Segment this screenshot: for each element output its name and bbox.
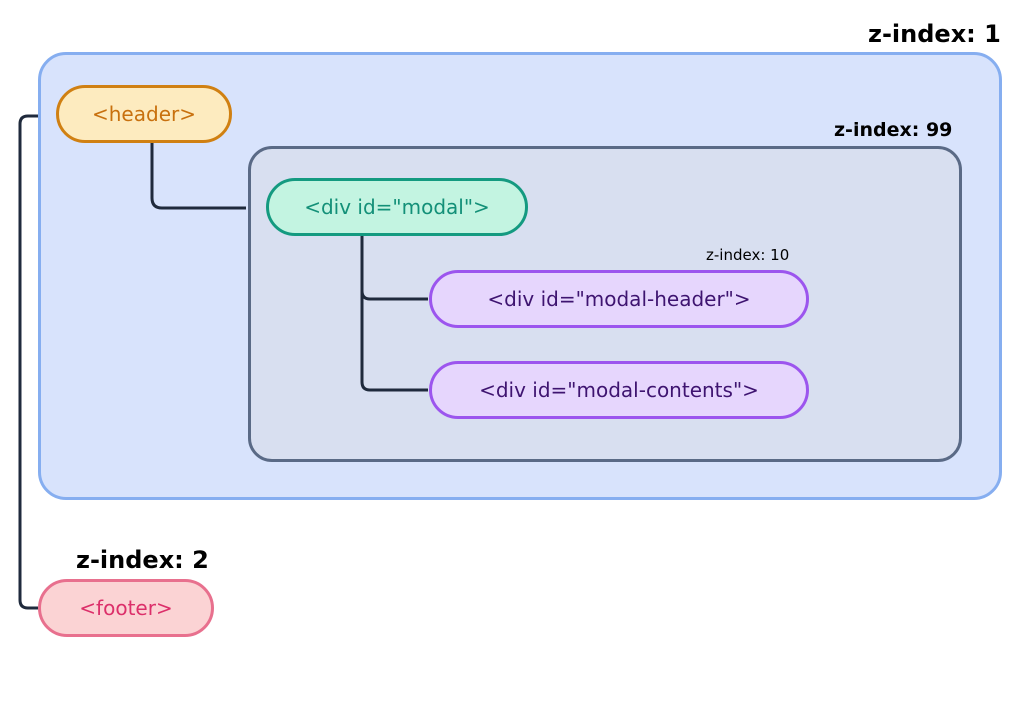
modal-to-modal-contents-connector: [360, 291, 428, 392]
modal-header-node: <div id="modal-header">: [429, 270, 809, 328]
modal-contents-node: <div id="modal-contents">: [429, 361, 809, 419]
modal-contents-node-label: <div id="modal-contents">: [479, 378, 759, 402]
z-index-99-label: z-index: 99: [834, 119, 953, 141]
z-index-1-label: z-index: 1: [868, 20, 1001, 48]
header-to-modal-connector: [150, 143, 246, 210]
header-node: <header>: [56, 85, 232, 143]
z-index-2-label: z-index: 2: [76, 546, 209, 574]
z-index-10-label: z-index: 10: [706, 246, 790, 264]
modal-node-label: <div id="modal">: [304, 195, 490, 219]
footer-node-label: <footer>: [79, 596, 173, 620]
footer-node: <footer>: [38, 579, 214, 637]
modal-header-node-label: <div id="modal-header">: [487, 287, 751, 311]
modal-to-modal-header-connector: [360, 236, 428, 301]
header-node-label: <header>: [92, 102, 196, 126]
root-connector: [18, 114, 38, 610]
modal-node: <div id="modal">: [266, 178, 528, 236]
